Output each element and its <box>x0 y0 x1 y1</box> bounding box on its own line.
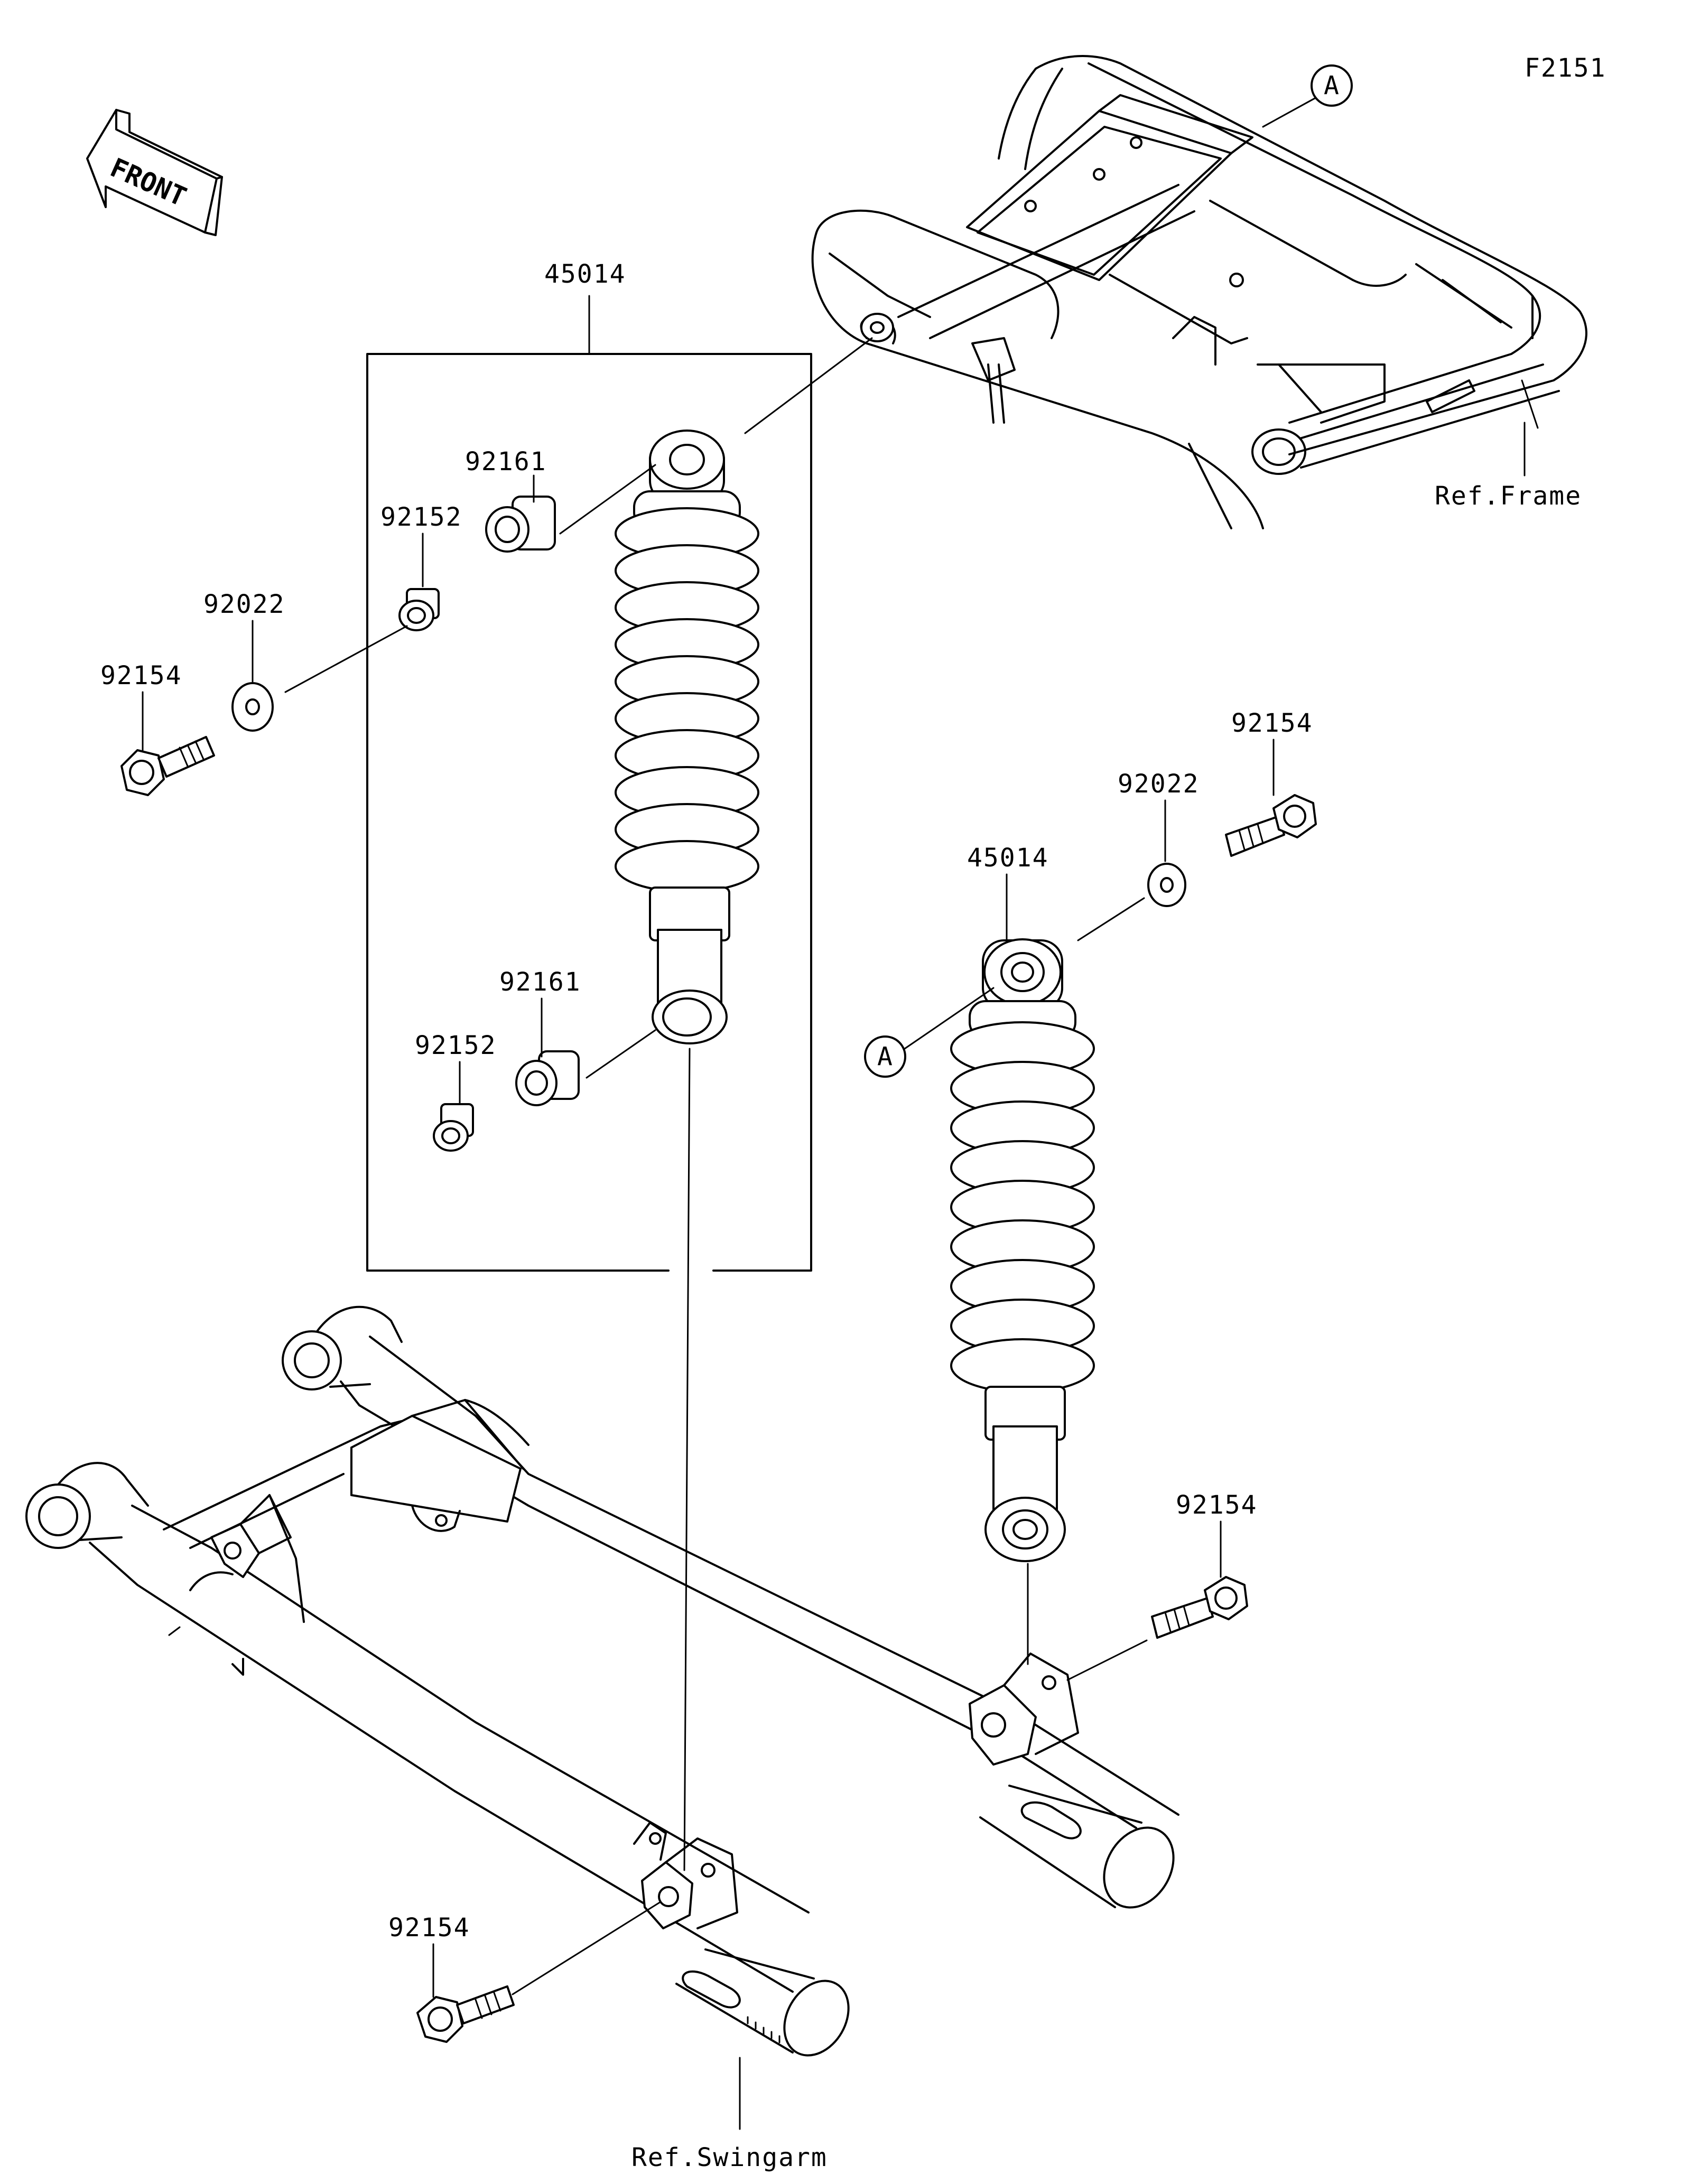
part-label-92152-top: 92152 <box>380 502 462 532</box>
washer-left <box>231 682 274 732</box>
swingarm-drawing <box>25 1305 1179 2057</box>
ref-frame-leader <box>1521 379 1539 429</box>
part-label-92154-right-top: 92154 <box>1231 708 1313 738</box>
bolt-right-lower <box>1151 1576 1248 1639</box>
bolt-right-top <box>1225 794 1317 857</box>
bolt-left-top <box>120 736 215 796</box>
part-label-92154-right-lower: 92154 <box>1176 1490 1258 1520</box>
bushing-top <box>485 464 656 553</box>
collar-lower <box>433 1103 474 1152</box>
part-label-92154-left-top: 92154 <box>100 661 182 690</box>
shock-kit-bracket <box>366 295 812 1272</box>
diagram-id: F2151 <box>1525 53 1606 83</box>
part-label-92152-lower: 92152 <box>415 1031 497 1060</box>
svg-text:A: A <box>877 1042 894 1071</box>
part-label-92022-left: 92022 <box>203 590 285 619</box>
collar-top <box>398 588 440 631</box>
washer-right <box>1147 863 1186 907</box>
svg-text:A: A <box>1324 71 1340 100</box>
leader-shock-to-swingarm <box>683 1048 691 1871</box>
callout-a-frame: A <box>1262 64 1353 128</box>
bushing-lower <box>515 1029 656 1106</box>
front-arrow-icon: FRONT <box>86 109 223 236</box>
part-label-92161-lower: 92161 <box>499 967 581 997</box>
part-label-92154-left-lower: 92154 <box>388 1913 470 1943</box>
left-shock-absorber <box>615 430 759 1044</box>
bolt-left-lower <box>416 1985 515 2043</box>
part-label-92161-top: 92161 <box>465 447 547 477</box>
callout-a-shock: A <box>864 987 995 1078</box>
right-shock-absorber <box>950 938 1095 1562</box>
ref-swingarm-label: Ref.Swingarm <box>631 2143 828 2172</box>
frame-drawing <box>811 55 1587 529</box>
ref-frame-label: Ref.Frame <box>1435 481 1582 511</box>
leader-frame-to-shock <box>744 337 873 434</box>
part-label-45014-right: 45014 <box>967 843 1049 873</box>
part-label-45014-top: 45014 <box>544 259 626 289</box>
part-label-92022-right: 92022 <box>1118 769 1200 799</box>
